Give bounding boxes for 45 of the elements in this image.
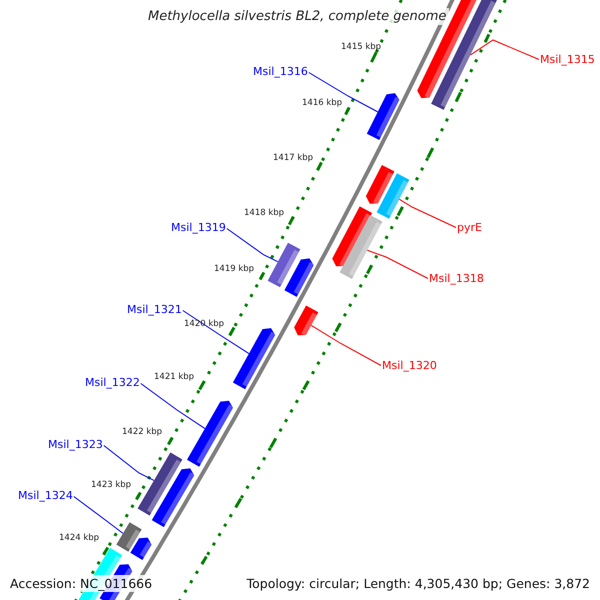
gene-block bbox=[332, 206, 372, 267]
scale-label: 1416 kbp bbox=[302, 98, 342, 108]
gene-block bbox=[284, 258, 314, 297]
gene-label: Msil_1316 bbox=[253, 65, 308, 78]
gene-label: Msil_1318 bbox=[429, 272, 484, 285]
gene-block bbox=[366, 165, 394, 204]
gene-label: Msil_1321 bbox=[127, 303, 182, 316]
map-title: Methylocella silvestris BL2, complete genome bbox=[145, 8, 450, 25]
scale-label: 1424 kbp bbox=[59, 533, 100, 543]
scale-label: 1415 kbp bbox=[341, 42, 382, 52]
scale-label: 1420 kbp bbox=[184, 319, 224, 329]
gene-label: pyrE bbox=[457, 221, 482, 234]
leader-line bbox=[470, 39, 540, 60]
scale-label: 1419 kbp bbox=[214, 264, 254, 274]
gene-label: Msil_1324 bbox=[18, 489, 73, 502]
leader-line bbox=[226, 228, 278, 262]
leader-line bbox=[310, 324, 382, 366]
gene-label: Msil_1320 bbox=[382, 359, 437, 372]
gene-block bbox=[376, 173, 410, 219]
gene-label: Msil_1322 bbox=[85, 376, 140, 389]
gene-block bbox=[340, 215, 382, 279]
gene-block bbox=[116, 522, 142, 552]
leader-line bbox=[103, 445, 154, 481]
gene-block bbox=[138, 452, 182, 516]
scale-label: 1423 kbp bbox=[91, 480, 132, 490]
gene-block bbox=[366, 93, 400, 140]
gene-block bbox=[268, 242, 300, 288]
scale-label: 1418 kbp bbox=[244, 208, 284, 218]
gene-block bbox=[294, 306, 318, 336]
scale-label: 1417 kbp bbox=[273, 153, 314, 163]
gene-label: Msil_1319 bbox=[171, 221, 226, 234]
gene-block bbox=[130, 538, 152, 560]
gene-block bbox=[152, 468, 195, 528]
leader-line bbox=[366, 250, 428, 279]
gene-block bbox=[187, 400, 234, 467]
leader-line bbox=[140, 383, 206, 430]
leader-line bbox=[398, 198, 456, 228]
gene-block bbox=[232, 328, 276, 390]
leader-line bbox=[308, 72, 378, 112]
gene-label: Msil_1315 bbox=[540, 53, 595, 66]
leader-line bbox=[182, 310, 250, 354]
leader-line bbox=[73, 496, 124, 534]
scale-label: 1422 kbp bbox=[122, 427, 162, 437]
scale-label: 1421 kbp bbox=[154, 372, 194, 382]
gene-label: Msil_1323 bbox=[48, 438, 103, 451]
